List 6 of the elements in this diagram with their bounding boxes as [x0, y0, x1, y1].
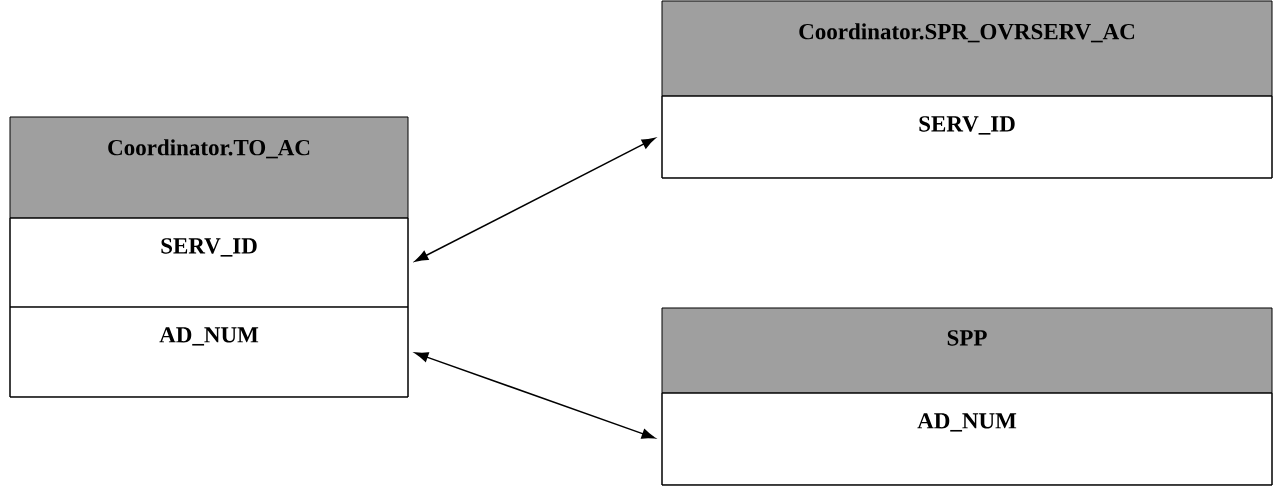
table-row: AD_NUM — [661, 392, 1273, 486]
arrow — [414, 137, 656, 262]
table-row: SERV_ID — [9, 217, 409, 308]
table-row: AD_NUM — [9, 306, 409, 398]
table-row: SERV_ID — [661, 95, 1273, 179]
arrow — [414, 352, 656, 439]
